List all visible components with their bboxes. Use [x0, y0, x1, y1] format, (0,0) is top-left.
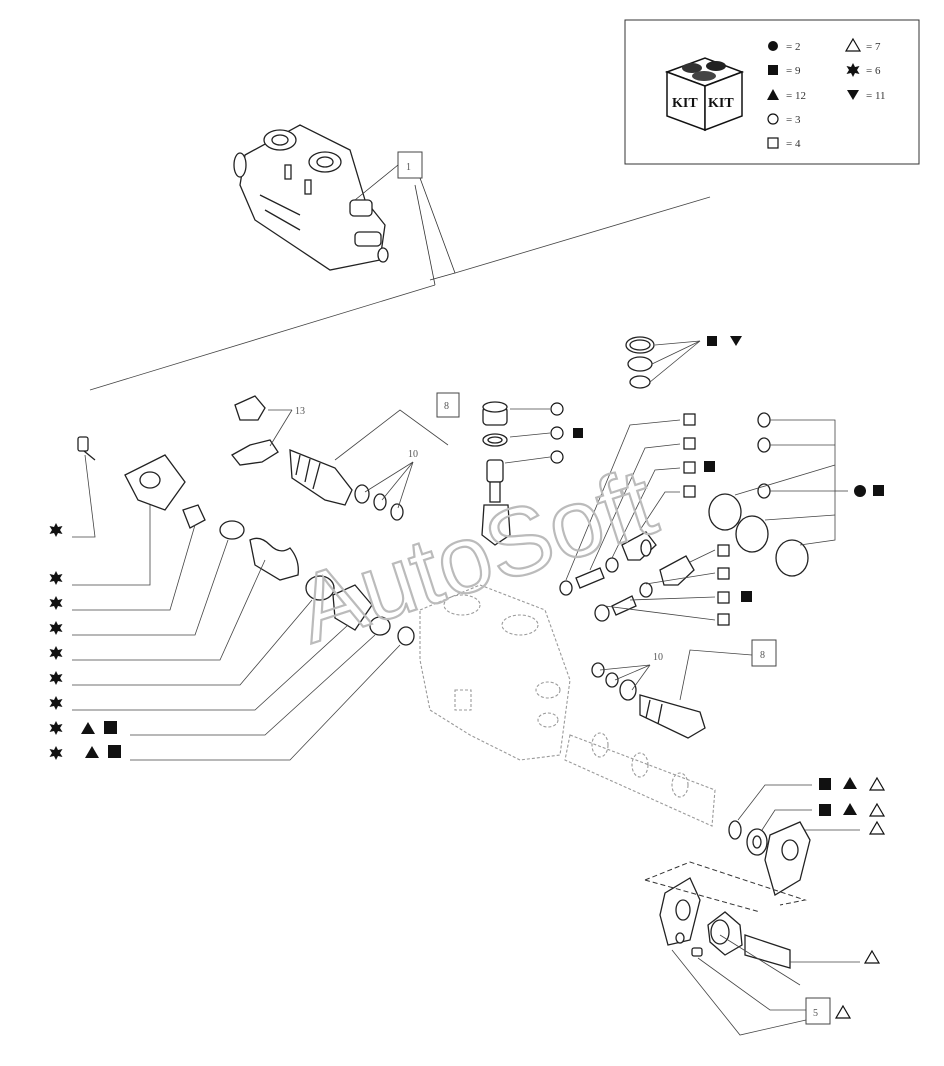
leader-lines-lower-right: [737, 784, 860, 831]
leader-1-split: [419, 177, 456, 281]
filled-triangle-up-icon: [767, 89, 779, 100]
detent-assembly: [659, 877, 791, 969]
callout-8-lower: 8: [751, 639, 777, 667]
filled-square-icon: [707, 336, 717, 346]
clip-parts: [231, 395, 279, 466]
legend-text-star: = 6: [866, 65, 881, 77]
leader-lines-orings: [734, 419, 848, 546]
filled-circle-icon: [768, 41, 778, 51]
svg-text:1: 1: [406, 162, 411, 173]
open-triangle-up-icon: [834, 1004, 852, 1019]
filled-square-icon: [704, 461, 715, 472]
open-triangle-up-icon: [863, 949, 881, 964]
divider-line-upper: [454, 196, 711, 274]
open-triangle-up-icon: [868, 802, 886, 817]
spool-stack-center: [481, 401, 511, 546]
leader-lines-left: [72, 454, 401, 761]
open-triangle-up-icon: [868, 776, 886, 791]
orings-group-top: [625, 336, 701, 389]
svg-text:8: 8: [760, 650, 765, 661]
open-circle-markers: [550, 402, 564, 464]
filled-square-icon: [108, 745, 121, 758]
legend-text-open-triangle: = 7: [866, 41, 881, 53]
callout-5: 5: [805, 997, 831, 1025]
svg-text:10: 10: [408, 449, 418, 460]
kit-label-left: KIT: [672, 96, 698, 111]
check-valve-parts-right: [559, 531, 695, 622]
filled-square-icon: [819, 778, 831, 790]
relief-valve-cartridge-right: [591, 662, 706, 739]
kit-legend: KIT KIT = 2 = 9 = 12 = 3 = 4 = 7 = 6 = 1…: [624, 19, 920, 165]
assembled-valve-drawing: [233, 124, 389, 271]
filled-triangle-up-icon: [843, 777, 857, 789]
open-square-icon: [767, 137, 779, 149]
kit-box-icon: KIT KIT: [664, 57, 745, 132]
filled-triangle-up-icon: [85, 746, 99, 758]
filled-square-icon: [104, 721, 117, 734]
callout-1: 1: [397, 151, 423, 179]
svg-text:10: 10: [653, 652, 663, 663]
svg-text:8: 8: [444, 401, 449, 412]
orings-group-right: [708, 412, 809, 577]
legend-text-open-square: = 4: [786, 138, 801, 150]
filled-triangle-up-icon: [843, 803, 857, 815]
valve-body-faint: [419, 584, 716, 827]
filled-square-icon: [768, 65, 778, 75]
filled-square-icon: [819, 804, 831, 816]
svg-text:5: 5: [813, 1008, 818, 1019]
leader-1: [354, 164, 399, 201]
svg-text:13: 13: [295, 406, 305, 417]
left-exploded-parts: [77, 436, 415, 646]
leader-lines-right: [565, 419, 716, 621]
open-triangle-up-icon: [844, 37, 862, 52]
callout-8-upper: 8: [436, 392, 460, 418]
filled-square-icon: [741, 591, 752, 602]
callout-10-upper: 10: [408, 449, 418, 460]
legend-text-triangle-down: = 11: [866, 90, 886, 102]
open-square-markers: [683, 413, 730, 626]
filled-triangle-down-icon: [847, 90, 859, 100]
callout-13: 13: [295, 406, 305, 417]
dashed-bracket: [644, 861, 807, 906]
filled-triangle-up-icon: [81, 722, 95, 734]
open-circle-icon: [767, 113, 779, 125]
star-markers-left: [49, 523, 63, 760]
filled-circle-icon: [854, 485, 866, 497]
legend-text-open-circle: = 3: [786, 114, 801, 126]
seal-parts-lower-right: [728, 820, 811, 896]
filled-square-icon: [573, 428, 583, 438]
legend-text-triangle: = 12: [786, 90, 806, 102]
filled-triangle-down-icon: [730, 336, 742, 346]
filled-square-icon: [873, 485, 884, 496]
relief-valve-cartridge-left: [289, 449, 404, 521]
callout-10-lower: 10: [653, 652, 663, 663]
open-triangle-up-icon: [868, 820, 886, 835]
legend-text-square: = 9: [786, 65, 801, 77]
divider-line-lower: [89, 284, 436, 391]
kit-label-right: KIT: [708, 96, 734, 111]
legend-text-circle: = 2: [786, 41, 800, 53]
